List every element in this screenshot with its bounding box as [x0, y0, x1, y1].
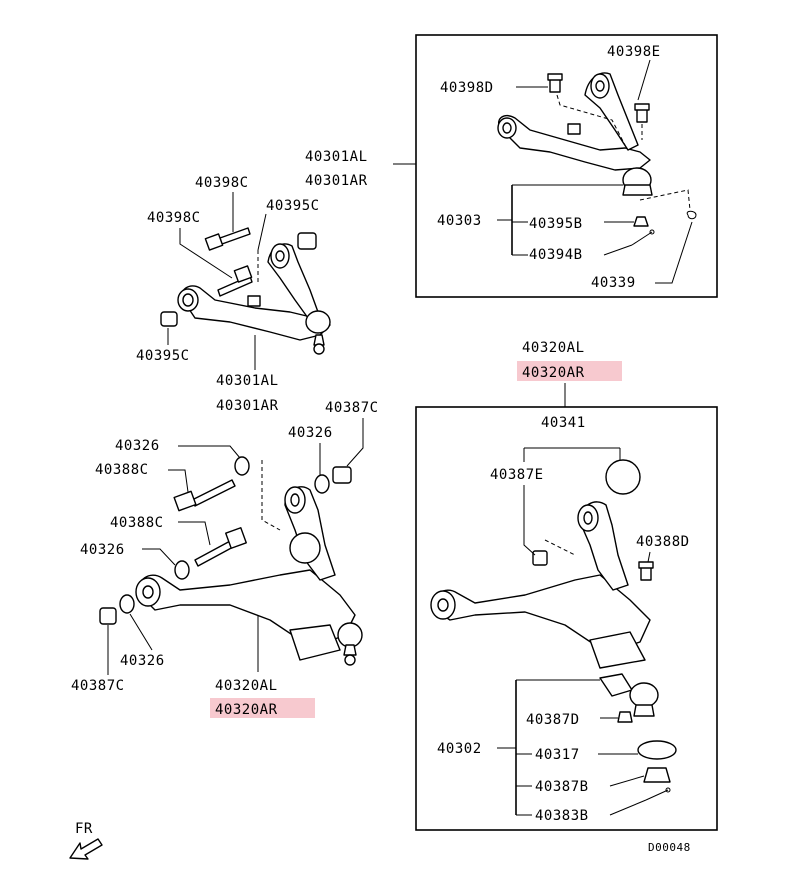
label-40326-c: 40326 [80, 542, 125, 558]
lower-arm-detail-box [415, 406, 718, 831]
label-40320AR-right: 40320AR [522, 365, 585, 381]
label-40395B: 40395B [529, 216, 583, 232]
label-40398D: 40398D [440, 80, 494, 96]
label-40398C-mid: 40398C [147, 210, 201, 226]
left-lower-arm-drawing [99, 456, 363, 666]
label-40394B: 40394B [529, 247, 583, 263]
highlight-40320AR-right [517, 361, 622, 381]
label-40339: 40339 [591, 275, 636, 291]
label-40398C-top: 40398C [195, 175, 249, 191]
label-40303: 40303 [437, 213, 482, 229]
label-40301AR-upper: 40301AR [305, 173, 368, 189]
label-40387C-bot: 40387C [71, 678, 125, 694]
label-40317: 40317 [535, 747, 580, 763]
label-40388D: 40388D [636, 534, 690, 550]
label-40320AL-left: 40320AL [215, 678, 278, 694]
label-40320AL-right: 40320AL [522, 340, 585, 356]
label-40388C-b: 40388C [110, 515, 164, 531]
left-upper-arm-drawing [160, 227, 331, 355]
lower-arm-detail-drawing [430, 459, 677, 801]
label-40387D: 40387D [526, 712, 580, 728]
label-40320AR-left: 40320AR [215, 702, 278, 718]
diagram-code: D00048 [648, 841, 691, 854]
label-40301AL-left: 40301AL [216, 373, 279, 389]
label-40302: 40302 [437, 741, 482, 757]
label-40395C-bot: 40395C [136, 348, 190, 364]
label-40326-b: 40326 [288, 425, 333, 441]
label-40301AL-upper: 40301AL [305, 149, 368, 165]
upper-arm-detail-box [415, 34, 718, 298]
label-fr: FR [75, 821, 93, 837]
label-40398E: 40398E [607, 44, 661, 60]
label-40387E: 40387E [490, 467, 544, 483]
label-40383B: 40383B [535, 808, 589, 824]
label-40387B: 40387B [535, 779, 589, 795]
upper-arm-detail-drawing [497, 72, 697, 246]
label-40341: 40341 [541, 415, 586, 431]
label-40388C-a: 40388C [95, 462, 149, 478]
label-40387C-top: 40387C [325, 400, 379, 416]
front-arrow-icon [69, 838, 103, 860]
label-40395C-top: 40395C [266, 198, 320, 214]
label-40326-a: 40326 [115, 438, 160, 454]
label-40326-d: 40326 [120, 653, 165, 669]
highlight-40320AR-left [210, 698, 315, 718]
label-40301AR-left: 40301AR [216, 398, 279, 414]
